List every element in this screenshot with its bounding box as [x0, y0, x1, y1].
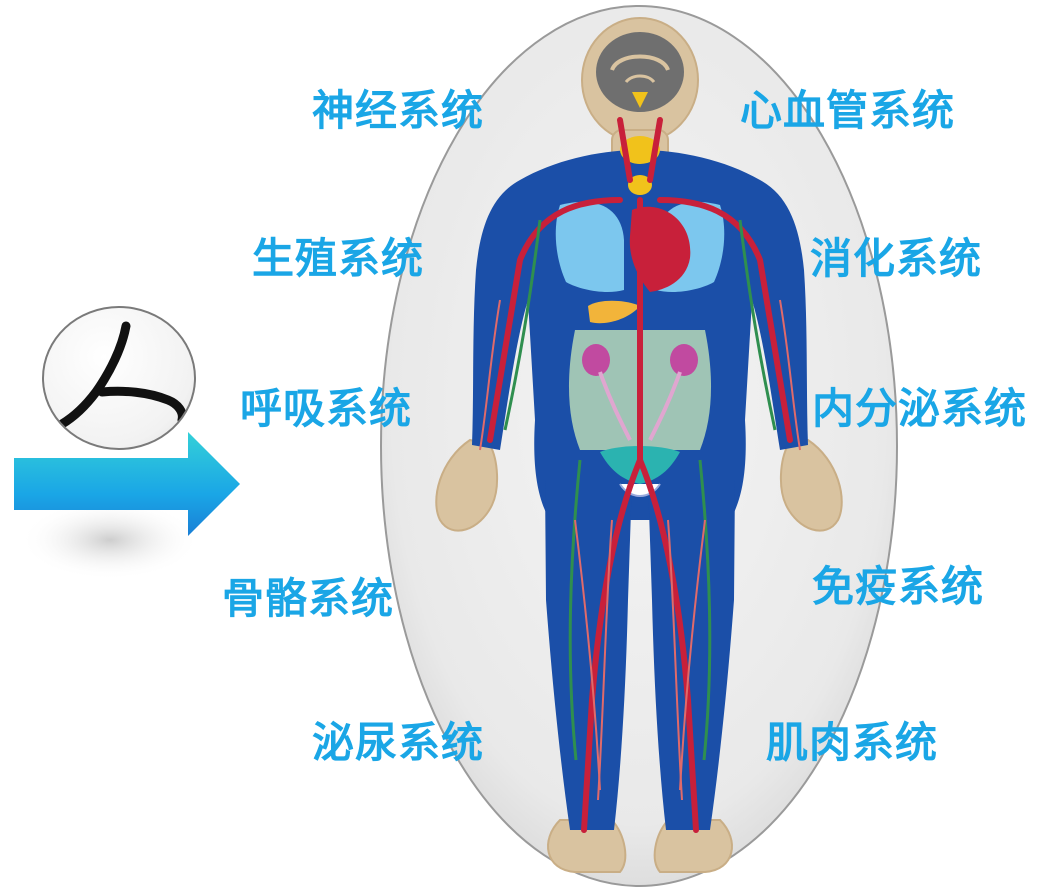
label-skeletal-system: 骨骼系统	[222, 578, 394, 620]
left-lung	[556, 202, 624, 292]
arrow-shadow	[20, 500, 200, 580]
right-kidney	[670, 344, 698, 376]
label-urinary-system: 泌尿系统	[312, 722, 484, 764]
label-immune-system: 免疫系统	[812, 566, 984, 608]
label-digestive-system: 消化系统	[810, 238, 982, 280]
label-muscular-system: 肌肉系统	[766, 722, 938, 764]
label-nervous-system: 神经系统	[312, 90, 484, 132]
ren-character-badge	[42, 306, 196, 450]
label-reproductive-system: 生殖系统	[252, 238, 424, 280]
left-kidney	[582, 344, 610, 376]
label-respiratory-system: 呼吸系统	[240, 388, 412, 430]
label-endocrine-system: 内分泌系统	[812, 388, 1027, 430]
ren-calligraphy-icon	[44, 308, 194, 448]
label-cardiovascular-system: 心血管系统	[740, 90, 955, 132]
